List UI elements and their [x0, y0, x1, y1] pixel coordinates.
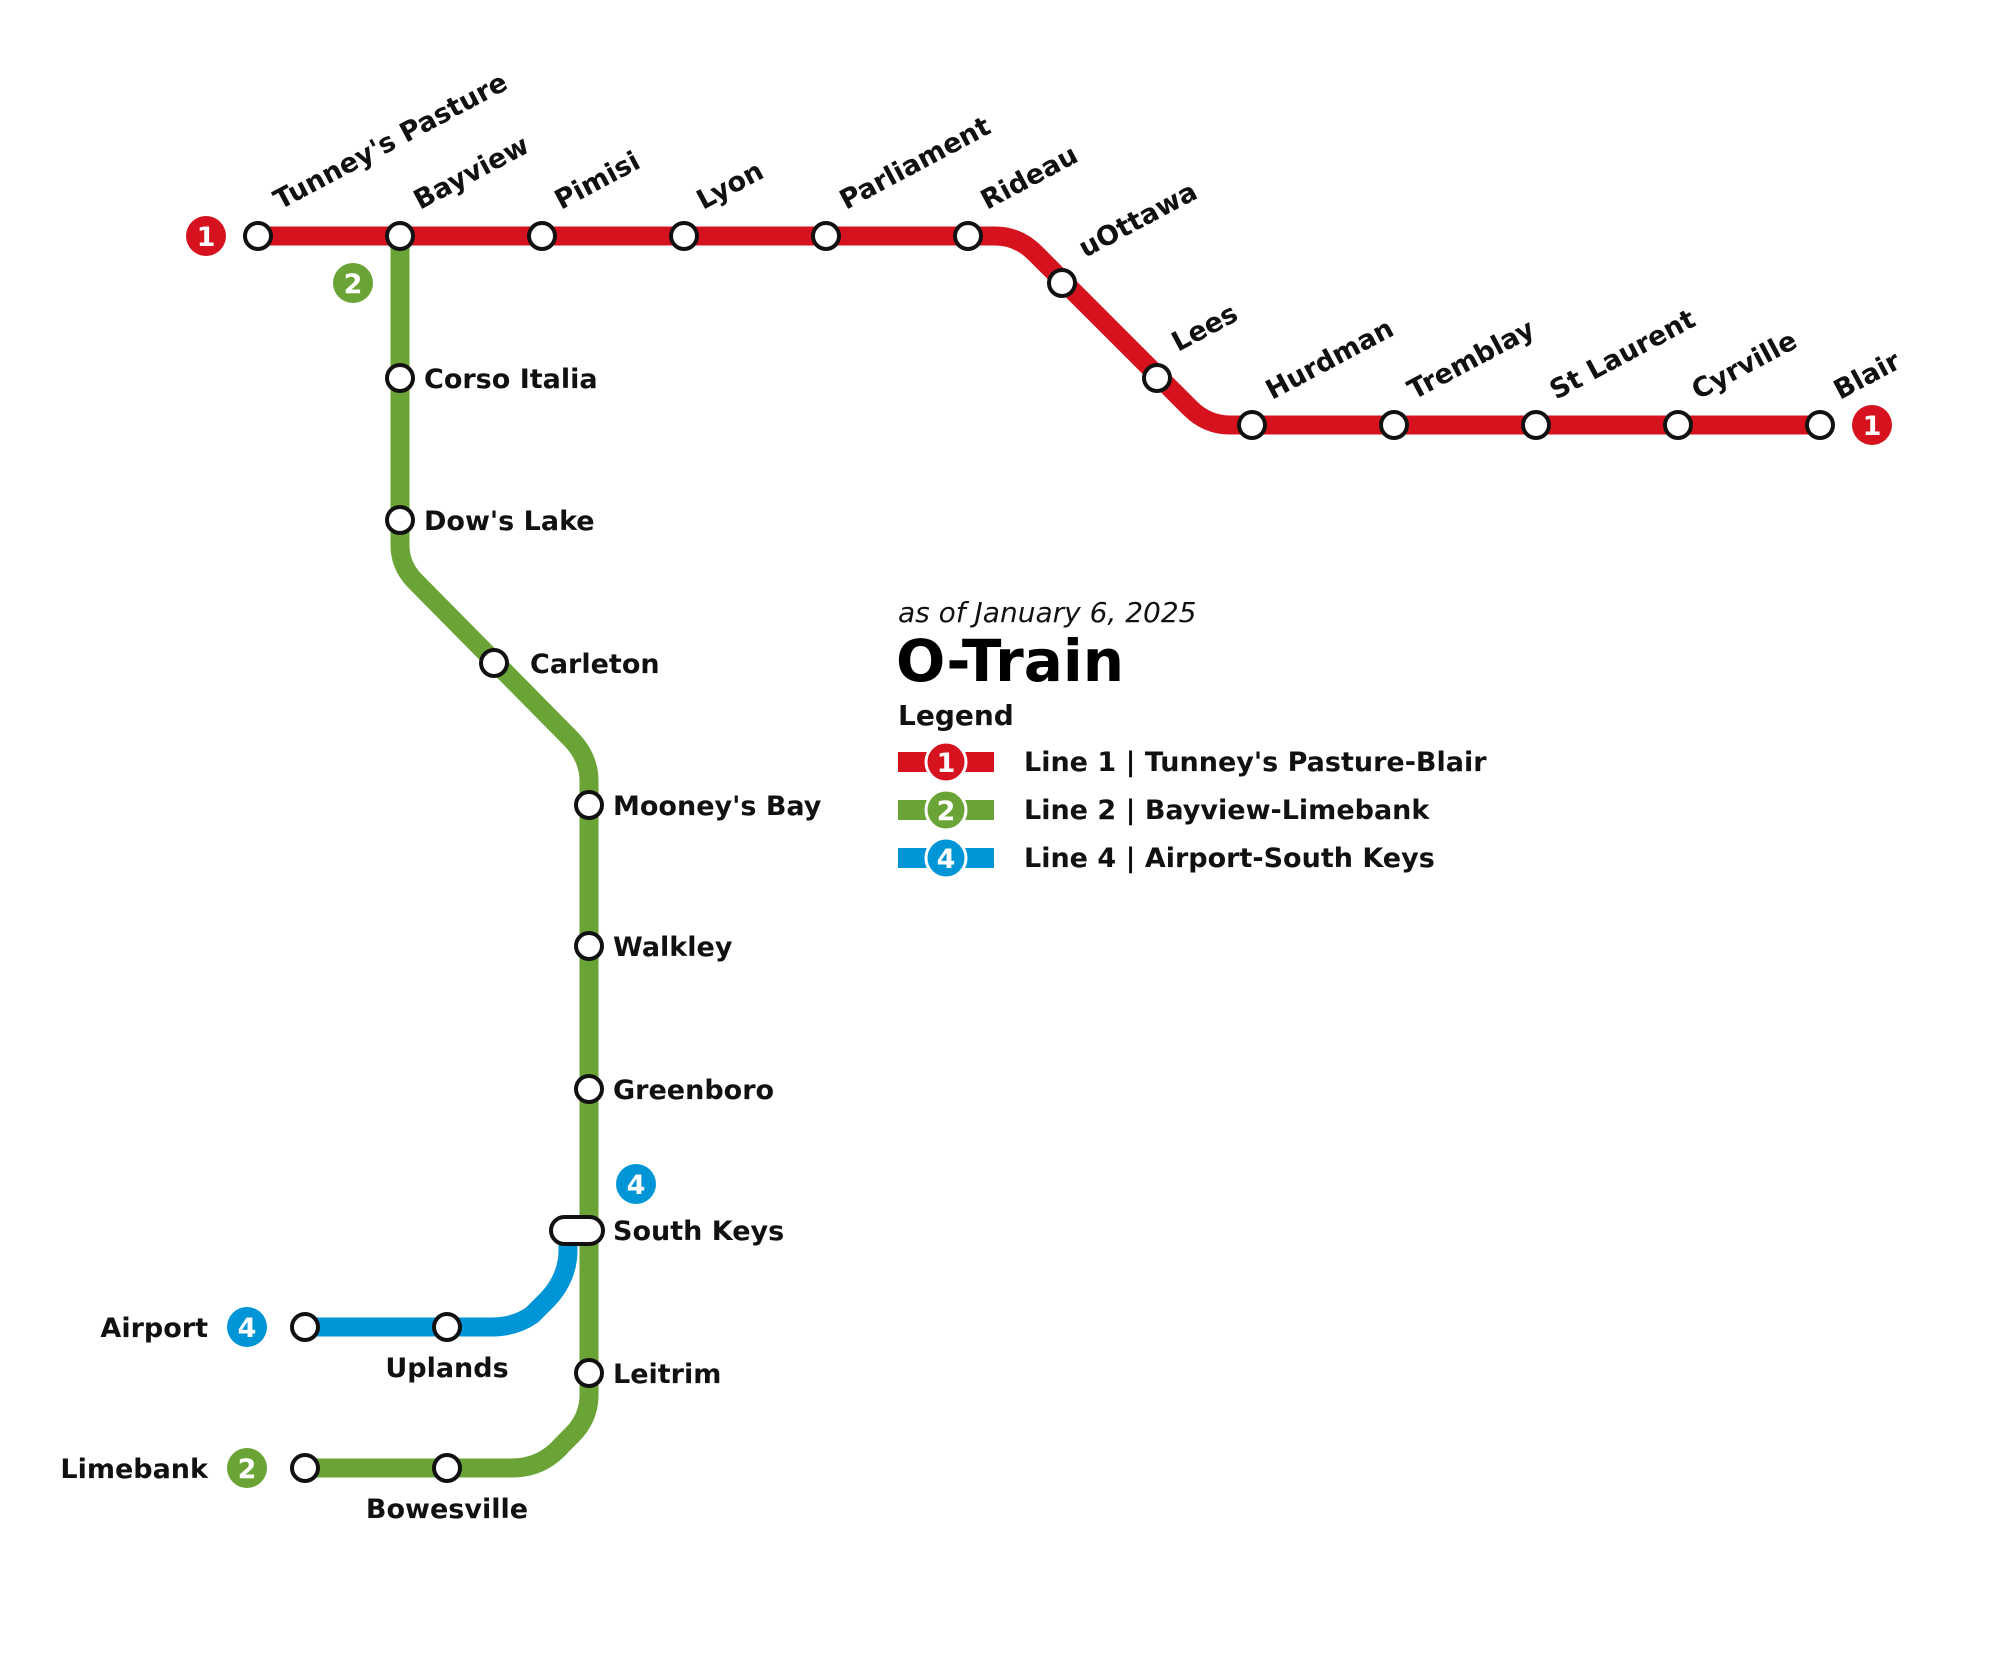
map-date-subtitle: as of January 6, 2025 [898, 596, 1196, 629]
station-label-lyon: Lyon [692, 156, 769, 217]
station-marker[interactable] [432, 1453, 462, 1483]
svg-text:1: 1 [937, 748, 956, 779]
line-1-badge-west: 1 [186, 216, 226, 256]
station-label-limebank: Limebank [60, 1454, 209, 1485]
station-marker[interactable] [574, 1358, 604, 1388]
svg-text:2: 2 [937, 796, 956, 827]
line-4-badge-airport: 4 [227, 1307, 267, 1347]
station-label-south-keys: South Keys [613, 1216, 784, 1247]
station-marker[interactable] [1379, 410, 1409, 440]
legend-label-line-4: Line 4 | Airport-South Keys [1024, 843, 1435, 874]
station-marker[interactable] [290, 1453, 320, 1483]
station-label-leitrim: Leitrim [613, 1359, 721, 1390]
line-1-badge-east: 1 [1852, 405, 1892, 445]
map-title: O-Train [896, 627, 1124, 695]
station-label-blair: Blair [1829, 345, 1907, 406]
station-marker[interactable] [1142, 363, 1172, 393]
line-2-badge-north: 2 [333, 263, 373, 303]
line-1-stations [243, 221, 1835, 440]
station-label-tremblay: Tremblay [1403, 313, 1540, 406]
legend-heading: Legend [898, 699, 1014, 732]
station-marker[interactable] [1521, 410, 1551, 440]
station-marker[interactable] [811, 221, 841, 251]
legend-item-line-1: 1 Line 1 | Tunney's Pasture-Blair [898, 740, 1487, 784]
station-label-parliament: Parliament [835, 111, 996, 216]
station-marker[interactable] [574, 931, 604, 961]
line-2-labels: Corso Italia Dow's Lake Carleton Mooney'… [60, 364, 821, 1525]
station-marker-interchange[interactable] [549, 1215, 605, 1246]
line-4-track [295, 1222, 578, 1337]
station-label-walkley: Walkley [613, 932, 733, 963]
station-marker[interactable] [1047, 268, 1077, 298]
line-badges: 1 1 2 2 4 4 [186, 216, 1892, 1488]
svg-text:2: 2 [238, 1454, 257, 1485]
station-label-greenboro: Greenboro [613, 1075, 774, 1106]
station-marker[interactable] [527, 221, 557, 251]
station-label-hurdman: Hurdman [1261, 313, 1399, 406]
line-4-badge-south-keys: 4 [616, 1164, 656, 1204]
station-label-dows-lake: Dow's Lake [424, 506, 595, 537]
station-marker[interactable] [479, 648, 509, 678]
station-label-corso-italia: Corso Italia [424, 364, 598, 395]
svg-text:2: 2 [344, 269, 363, 300]
station-marker[interactable] [432, 1312, 462, 1342]
station-marker[interactable] [385, 363, 415, 393]
line-2-track [295, 226, 599, 1478]
line-4-stations [290, 1312, 462, 1342]
svg-text:4: 4 [937, 844, 956, 875]
station-label-bowesville: Bowesville [366, 1494, 528, 1525]
station-label-st-laurent: St Laurent [1545, 304, 1701, 407]
station-label-uottawa: uOttawa [1074, 176, 1203, 264]
svg-text:1: 1 [1863, 411, 1882, 442]
station-marker[interactable] [243, 221, 273, 251]
line-2-stations [290, 363, 605, 1483]
station-marker[interactable] [1805, 410, 1835, 440]
station-marker[interactable] [385, 221, 415, 251]
station-label-rideau: Rideau [976, 139, 1083, 216]
station-marker[interactable] [290, 1312, 320, 1342]
station-label-carleton: Carleton [530, 649, 660, 680]
svg-text:4: 4 [627, 1170, 646, 1201]
station-label-mooneys-bay: Mooney's Bay [613, 791, 822, 822]
line-1-track [248, 226, 1835, 435]
legend: 1 Line 1 | Tunney's Pasture-Blair 2 Line… [898, 740, 1487, 880]
station-label-bayview: Bayview [409, 130, 535, 216]
station-marker[interactable] [1237, 410, 1267, 440]
station-marker[interactable] [953, 221, 983, 251]
legend-item-line-4: 4 Line 4 | Airport-South Keys [898, 836, 1435, 880]
station-label-lees: Lees [1167, 298, 1243, 358]
station-marker[interactable] [1663, 410, 1693, 440]
station-marker[interactable] [385, 505, 415, 535]
svg-text:4: 4 [238, 1313, 257, 1344]
station-marker[interactable] [574, 1074, 604, 1104]
station-label-cyrville: Cyrville [1687, 325, 1803, 406]
legend-label-line-1: Line 1 | Tunney's Pasture-Blair [1024, 747, 1487, 778]
station-label-airport: Airport [100, 1313, 208, 1344]
legend-label-line-2: Line 2 | Bayview-Limebank [1024, 795, 1430, 826]
station-label-tunneys-pasture: Tunney's Pasture [269, 67, 513, 216]
station-label-uplands: Uplands [385, 1353, 508, 1384]
station-label-pimisi: Pimisi [550, 146, 646, 216]
svg-text:1: 1 [197, 222, 216, 253]
station-marker[interactable] [669, 221, 699, 251]
legend-item-line-2: 2 Line 2 | Bayview-Limebank [898, 788, 1430, 832]
line-2-badge-south: 2 [227, 1448, 267, 1488]
line-4-labels: Uplands Airport [100, 1313, 508, 1384]
station-marker[interactable] [574, 790, 604, 820]
